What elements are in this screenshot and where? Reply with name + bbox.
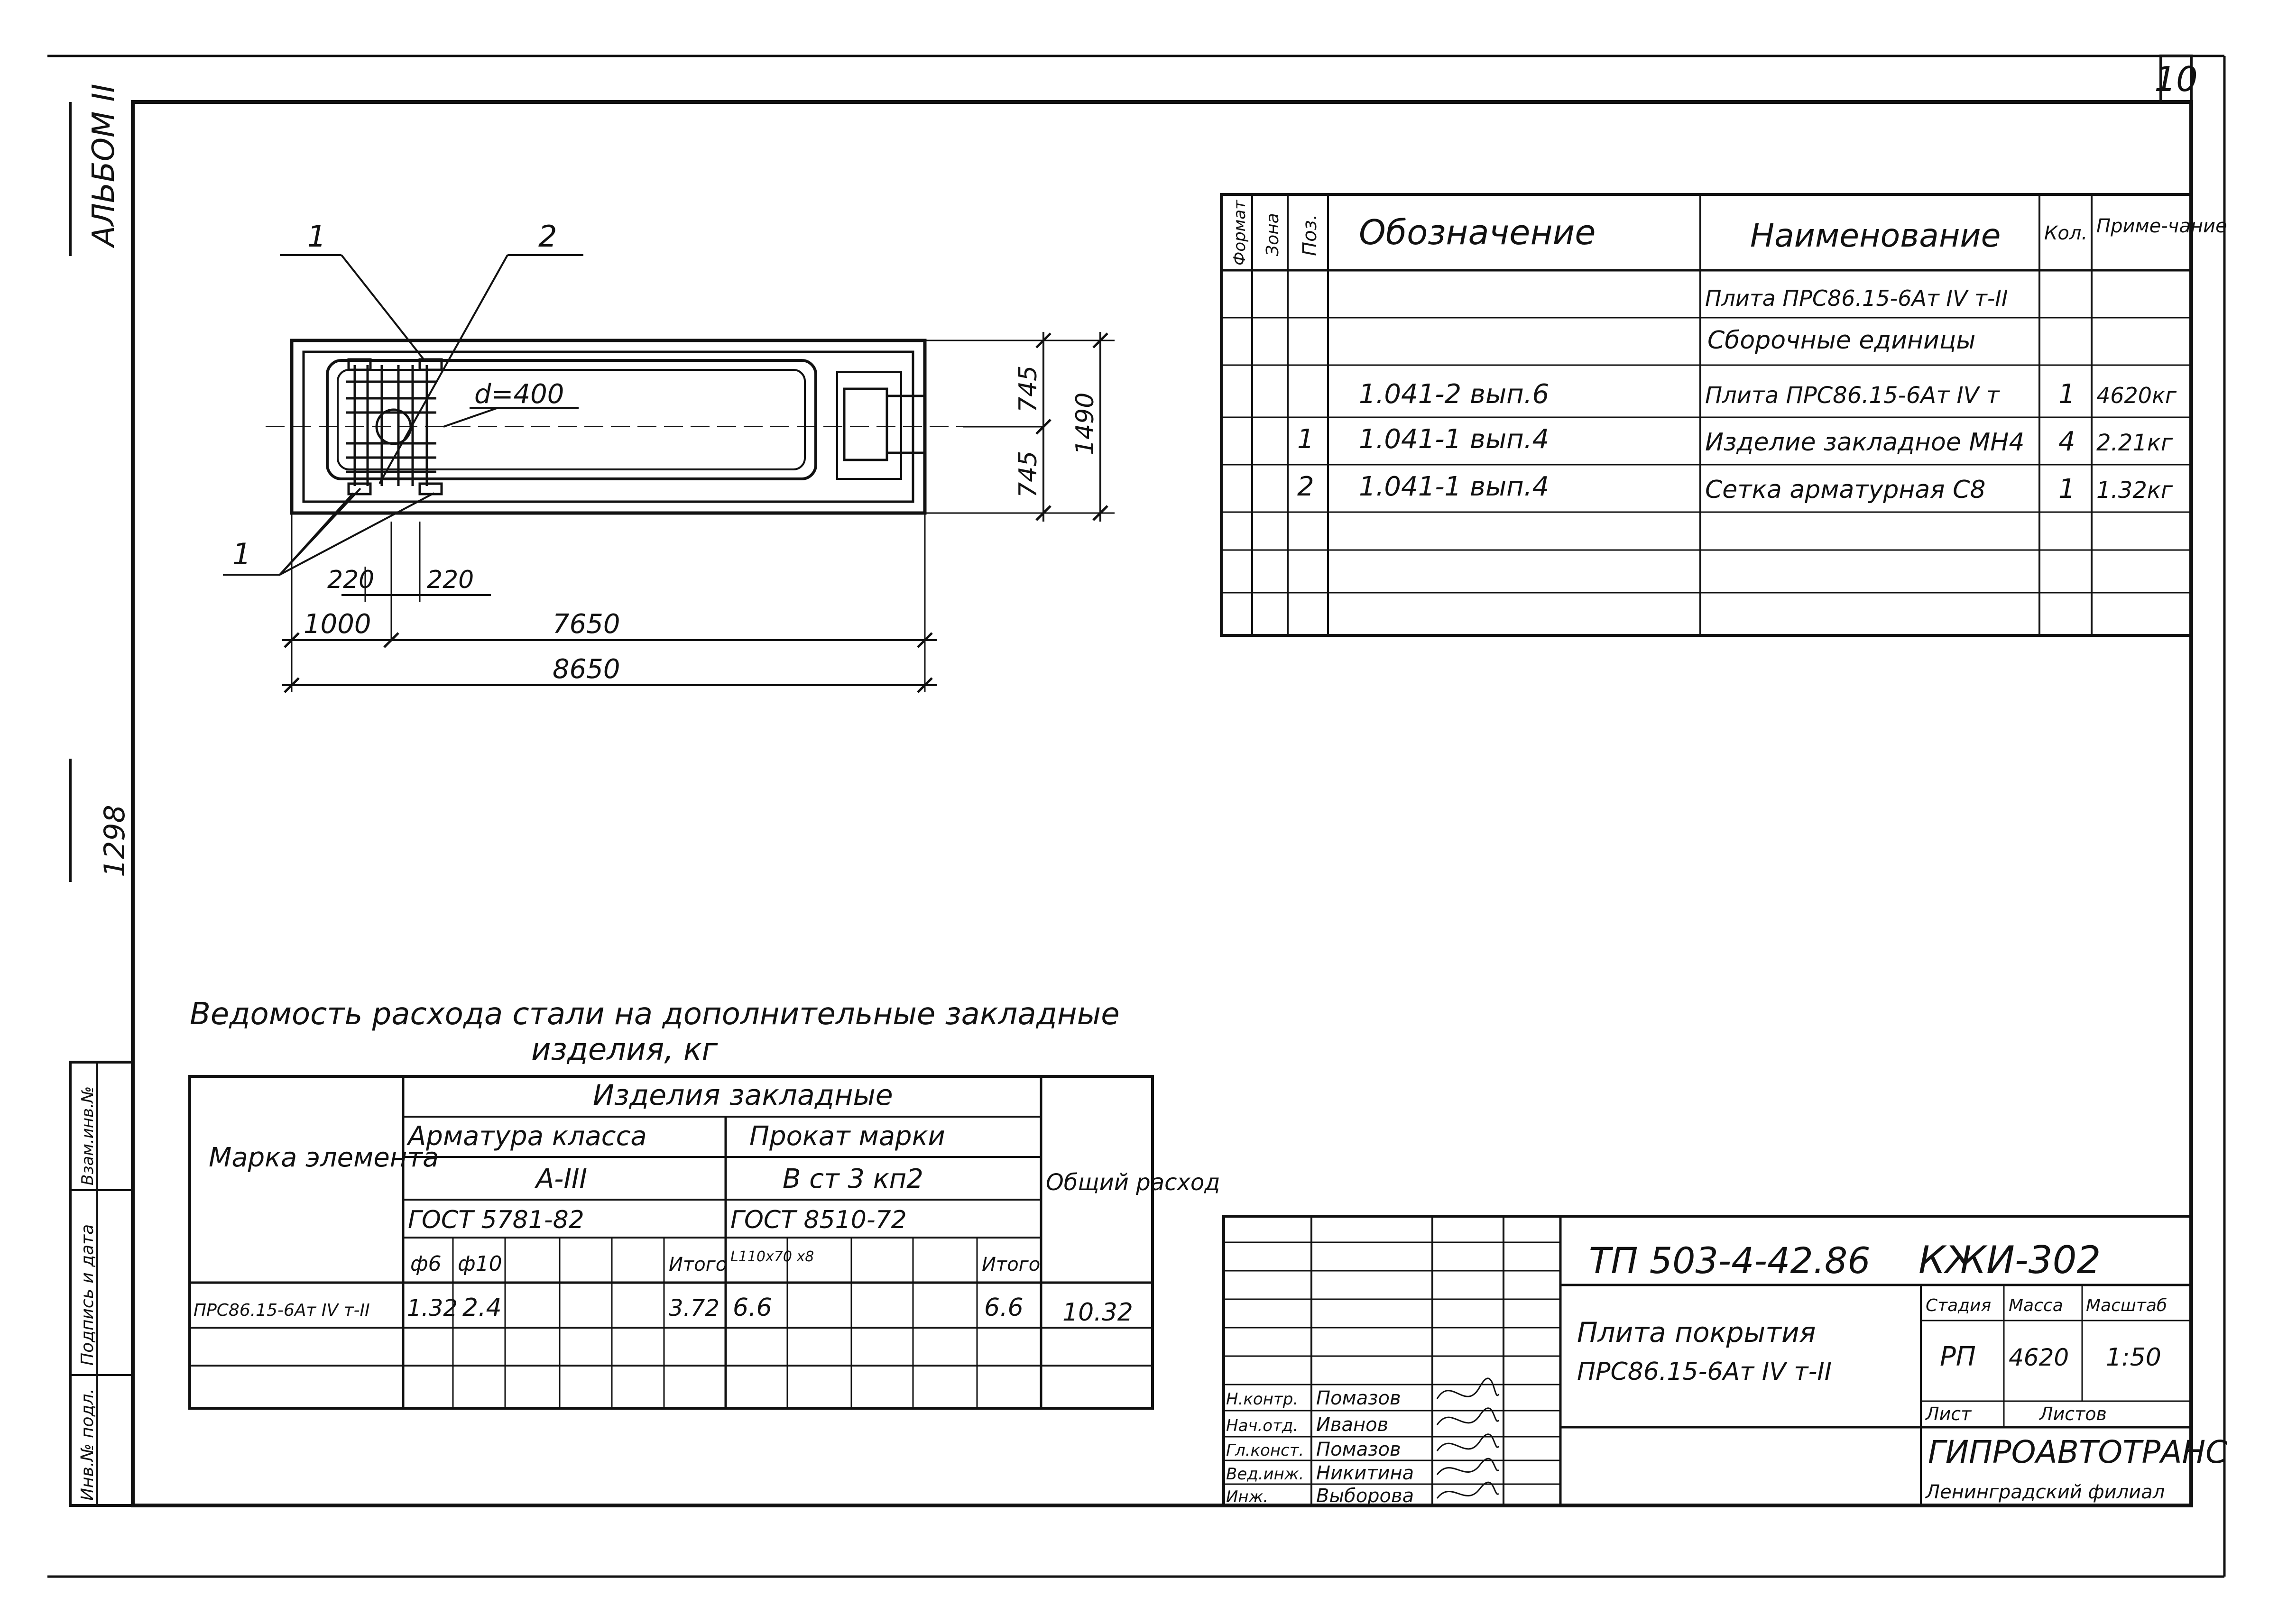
steel-col-d6: ф6 <box>410 1252 442 1276</box>
stamp-label-inv: Инв.№ подл. <box>78 1388 97 1501</box>
dim-8650: 8650 <box>553 654 620 685</box>
steel-col-total-rebar: Итого <box>669 1254 727 1275</box>
steel-row-total-rebar: 3.72 <box>669 1295 719 1321</box>
sheet-number: 10 <box>2154 59 2198 99</box>
spec-row5-name: Сетка арматурная С8 <box>1705 476 1986 504</box>
steel-rebar-class: A-III <box>535 1164 587 1194</box>
steel-row-d6: 1.32 <box>407 1295 458 1321</box>
steel-table <box>188 1075 1154 1410</box>
spec-row4-name: Изделие закладное МН4 <box>1705 428 2024 457</box>
spec-header-zone: Зона <box>1263 213 1282 256</box>
steel-rolled-gost: ГОСТ 8510-72 <box>730 1206 907 1234</box>
spec-row4-pos: 1 <box>1297 424 1314 455</box>
sheet-code: КЖИ-302 <box>1919 1238 2101 1282</box>
sheet-label: Лист <box>1925 1404 1972 1424</box>
dim-745-bottom: 745 <box>1014 451 1042 498</box>
spec-row1-name: Плита ПРС86.15-6Ат IV т-II <box>1705 285 2008 311</box>
signature-role-5: Инж. <box>1226 1487 1268 1506</box>
dim-7650: 7650 <box>553 609 620 640</box>
callout-leaders <box>223 254 583 576</box>
spec-row3-designation: 1.041-2 вып.6 <box>1359 379 1549 410</box>
scale-value: 1:50 <box>2106 1343 2161 1372</box>
spec-row3-name: Плита ПРС86.15-6Ат IV т <box>1705 382 2001 409</box>
left-margin <box>69 102 134 1507</box>
hole-diameter-label: d=400 <box>474 379 564 410</box>
spec-row5-note: 1.32кг <box>2096 477 2173 504</box>
doc-code: ТП 503-4-42.86 <box>1589 1239 1871 1282</box>
spec-row3-qty: 1 <box>2058 379 2075 410</box>
signature-name-5: Выборова <box>1316 1485 1414 1507</box>
dim-1490: 1490 <box>1071 393 1099 455</box>
signature-name-4: Никитина <box>1316 1462 1414 1484</box>
signature-name-2: Иванов <box>1316 1414 1388 1436</box>
signature-role-2: Нач.отд. <box>1226 1416 1298 1435</box>
dim-1000: 1000 <box>304 609 371 640</box>
signature-role-4: Вед.инж. <box>1226 1465 1304 1484</box>
stamp-label-replace: Взам.инв.№ <box>78 1086 97 1185</box>
spec-row4-qty: 4 <box>2058 426 2075 457</box>
spec-header-note: Приме-чание <box>2096 215 2227 237</box>
spec-header-pos: Поз. <box>1299 214 1321 256</box>
spec-row4-note: 2.21кг <box>2096 430 2173 456</box>
album-label: АЛЬБОМ II <box>86 84 121 248</box>
spec-row5-pos: 2 <box>1297 471 1314 502</box>
spec-header-name: Наименование <box>1750 217 2001 255</box>
steel-row-total-rolled: 6.6 <box>984 1294 1024 1322</box>
steel-row-mark: ПРС86.15-6Ат IV т-II <box>194 1301 370 1320</box>
stamp-label-date: Подпись и дата <box>78 1224 97 1366</box>
steel-embedded-header: Изделия закладные <box>593 1079 893 1112</box>
callout-2-label: 2 <box>538 219 557 254</box>
spec-header-designation: Обозначение <box>1359 212 1596 252</box>
spec-row4-designation: 1.041-1 вып.4 <box>1359 424 1549 455</box>
steel-total-header: Общий расход <box>1046 1169 1220 1196</box>
steel-rebar-header: Арматура класса <box>406 1121 647 1152</box>
steel-row-angle: 6.6 <box>733 1294 772 1322</box>
signature-name-1: Помазов <box>1316 1387 1401 1409</box>
dim-220-left: 220 <box>327 566 374 594</box>
mass-value: 4620 <box>2009 1344 2069 1371</box>
dim-745-top: 745 <box>1014 366 1042 413</box>
stage-label: Стадия <box>1926 1296 1991 1315</box>
spec-table <box>1220 193 2193 637</box>
dimension-lines <box>282 332 1115 693</box>
dim-220-right: 220 <box>427 566 474 594</box>
inventory-number: 1298 <box>98 805 131 877</box>
sheets-label: Листов <box>2038 1404 2107 1424</box>
steel-row-total: 10.32 <box>1062 1298 1133 1327</box>
sheet-frame <box>47 55 2226 1578</box>
steel-col-total-rolled: Итого <box>982 1254 1040 1275</box>
steel-rolled-grade: В ст 3 кп2 <box>783 1164 923 1194</box>
spec-row5-qty: 1 <box>2058 474 2075 505</box>
steel-rebar-gost: ГОСТ 5781-82 <box>408 1206 584 1234</box>
spec-row2-name: Сборочные единицы <box>1707 326 1975 355</box>
steel-table-title-2: изделия, кг <box>531 1032 718 1067</box>
signature-name-3: Помазов <box>1316 1439 1401 1460</box>
callout-1b-label: 1 <box>232 537 251 571</box>
reinforcement-mesh <box>346 358 443 495</box>
spec-row5-designation: 1.041-1 вып.4 <box>1359 471 1549 502</box>
spec-header-format: Формат <box>1230 200 1249 266</box>
stage-value: РП <box>1940 1341 1976 1372</box>
title-block <box>1222 1215 2193 1507</box>
organization-name: ГИПРОАВТОТРАНС <box>1928 1434 2227 1470</box>
signature-role-3: Гл.конст. <box>1226 1441 1304 1460</box>
handwritten-signatures <box>1436 1377 1500 1499</box>
steel-table-title-1: Ведомость расхода стали на дополнительны… <box>190 997 1120 1032</box>
scale-label: Масштаб <box>2086 1296 2167 1315</box>
steel-row-d10: 2.4 <box>462 1294 502 1322</box>
mass-label: Масса <box>2009 1296 2063 1315</box>
spec-header-qty: Кол. <box>2044 222 2087 244</box>
steel-col-angle: L110х70 х8 <box>730 1248 814 1265</box>
title-line-2: ПРС86.15-6Ат IV т-II <box>1577 1358 1832 1386</box>
callout-1-label: 1 <box>307 219 326 254</box>
steel-col-d10: ф10 <box>458 1252 502 1276</box>
signature-role-1: Н.контр. <box>1226 1390 1298 1409</box>
steel-rolled-header: Прокат марки <box>749 1121 945 1152</box>
title-line-1: Плита покрытия <box>1577 1316 1816 1349</box>
steel-mark-header: Марка элемента <box>209 1142 439 1173</box>
spec-row3-note: 4620кг <box>2096 383 2177 408</box>
branch-name: Ленинградский филиал <box>1925 1481 2165 1503</box>
